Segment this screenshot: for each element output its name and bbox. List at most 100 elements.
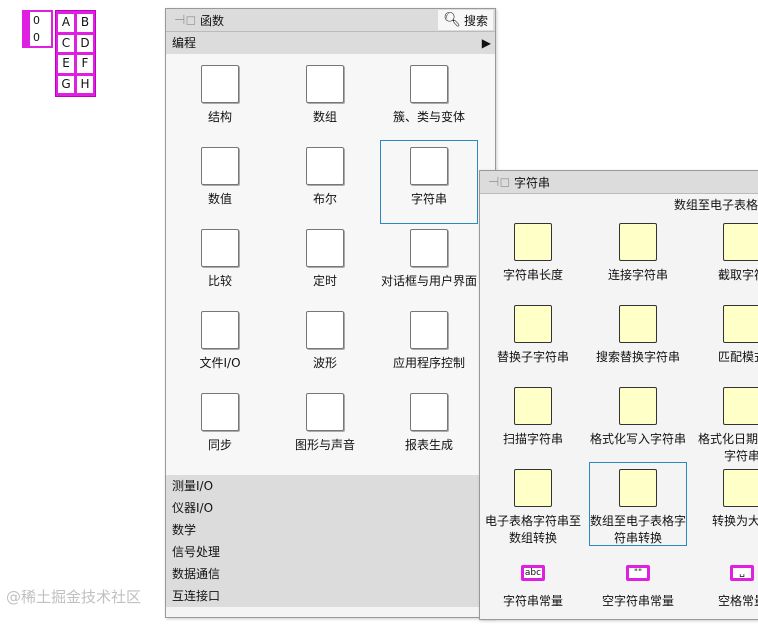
palette-item[interactable]: ␣ 空格常量 <box>694 553 758 635</box>
palette-item[interactable]: 应用程序控制 <box>381 305 477 387</box>
palette-item[interactable]: 数值 <box>172 141 268 223</box>
palette-item[interactable]: 字符串长度 <box>485 217 581 299</box>
palette-item[interactable]: 格式化日期/时间字符串 <box>694 381 758 463</box>
search-label: 搜索 <box>463 13 488 28</box>
function-icon <box>514 469 552 507</box>
palette-item[interactable]: 电子表格字符串至数组转换 <box>485 463 581 545</box>
palette-item-label: 结构 <box>207 110 232 124</box>
array-element[interactable]: G <box>58 75 74 93</box>
category-programming[interactable]: 编程▶ <box>166 32 495 54</box>
palette-item[interactable]: 布尔 <box>277 141 373 223</box>
array-index-display[interactable]: 0 0 <box>22 10 53 48</box>
palette-item-label: 报表生成 <box>404 438 453 452</box>
function-icon: "" <box>626 565 650 581</box>
palette-item-label: 格式化日期/时间字符串 <box>697 432 758 463</box>
tooltip: 数组至电子表格 <box>673 198 758 212</box>
array-icon <box>306 65 344 103</box>
functions-grid: 结构 数组簇、类与变体数值 布尔 字符串比较 定时对话框与用户界面文件I/O 波形 应用程序… <box>166 54 495 475</box>
palette-item[interactable]: 簇、类与变体 <box>381 59 477 141</box>
search-icon: 🔍︎ <box>443 12 461 28</box>
array-element[interactable]: A <box>58 14 74 32</box>
palette-item[interactable]: 字符串 <box>380 140 478 224</box>
palette-item[interactable]: 比较 <box>172 223 268 305</box>
palette-item[interactable]: 截取字符 <box>694 217 758 299</box>
palette-item-label: 数值 <box>207 192 232 206</box>
palette-item[interactable]: 数组 <box>277 59 373 141</box>
palette-item-label: 字符串长度 <box>502 268 563 282</box>
category-item[interactable]: 测量I/O <box>166 475 495 497</box>
palette-item-label: 波形 <box>312 356 337 370</box>
search-button[interactable]: 🔍︎搜索 <box>438 10 493 30</box>
category-item[interactable]: 数据通信 <box>166 563 495 585</box>
comparison-icon <box>201 229 239 267</box>
palette-item-label: 比较 <box>207 274 232 288</box>
palette-item[interactable]: 格式化写入字符串 <box>590 381 686 463</box>
array-element[interactable]: F <box>77 55 93 73</box>
timing-icon <box>306 229 344 267</box>
array-element[interactable]: C <box>58 34 74 52</box>
palette-item-label: 连接字符串 <box>607 268 668 282</box>
waveform-icon <box>306 311 344 349</box>
palette-item[interactable]: 波形 <box>277 305 373 387</box>
palette-item[interactable]: 连接字符串 <box>590 217 686 299</box>
palette-item-label: 布尔 <box>312 192 337 206</box>
palette-item-label: 字符串常量 <box>502 594 563 608</box>
index-value[interactable]: 0 <box>31 29 51 46</box>
palette-item[interactable]: 报表生成 <box>381 387 477 469</box>
function-icon <box>619 305 657 343</box>
structures-icon <box>201 65 239 103</box>
array-element[interactable]: E <box>58 55 74 73</box>
palette-item[interactable]: 扫描字符串 <box>485 381 581 463</box>
expand-arrow-icon: ▶ <box>481 36 491 50</box>
string-palette-titlebar[interactable]: ⊣◻ 字符串 <box>480 171 758 194</box>
boolean-icon <box>306 147 344 185</box>
index-value[interactable]: 0 <box>31 12 51 29</box>
palette-item-label: 字符串 <box>410 192 447 206</box>
palette-item-label: 数组至电子表格字符串转换 <box>590 514 687 545</box>
dialog-icon <box>410 229 448 267</box>
palette-item[interactable]: 定时 <box>277 223 373 305</box>
array-element[interactable]: H <box>77 75 93 93</box>
palette-item[interactable]: 转换为大写 <box>694 463 758 545</box>
palette-item[interactable]: 替换子字符串 <box>485 299 581 381</box>
palette-item[interactable]: 搜索替换字符串 <box>590 299 686 381</box>
pin-icon[interactable]: ⊣◻ <box>488 174 511 190</box>
array-element[interactable]: D <box>77 34 93 52</box>
palette-item[interactable]: 数组至电子表格字符串转换 <box>589 462 687 546</box>
palette-item-label: 替换子字符串 <box>496 350 569 364</box>
palette-item-label: 空格常量 <box>717 594 758 608</box>
function-icon: ␣ <box>730 565 754 581</box>
string-icon <box>410 147 448 185</box>
palette-item[interactable]: 对话框与用户界面 <box>381 223 477 305</box>
sync-icon <box>201 393 239 431</box>
palette-item-label: 图形与声音 <box>294 438 355 452</box>
category-item[interactable]: 数学 <box>166 519 495 541</box>
function-icon <box>514 305 552 343</box>
palette-item[interactable]: 同步 <box>172 387 268 469</box>
function-icon <box>619 469 657 507</box>
functions-palette-titlebar[interactable]: ⊣◻ 函数 🔍︎搜索 <box>166 9 495 32</box>
function-icon <box>723 223 758 261</box>
category-item[interactable]: 仪器I/O <box>166 497 495 519</box>
pin-icon[interactable]: ⊣◻ <box>174 12 197 28</box>
array-element[interactable]: B <box>77 14 93 32</box>
palette-item[interactable]: 图形与声音 <box>277 387 373 469</box>
palette-item[interactable]: 文件I/O <box>172 305 268 387</box>
index-spinner[interactable] <box>24 12 31 29</box>
category-item[interactable]: 信号处理 <box>166 541 495 563</box>
functions-palette: ⊣◻ 函数 🔍︎搜索 编程▶ 结构 数组簇、类与变体数值 布尔 字符串比较 定时对话框与… <box>165 8 496 618</box>
palette-item-label: 转换为大写 <box>711 514 758 528</box>
palette-item[interactable]: ""空字符串常量 <box>590 553 686 635</box>
palette-item[interactable]: 结构 <box>172 59 268 141</box>
cluster-icon <box>410 65 448 103</box>
watermark: @稀土掘金技术社区 <box>6 588 142 606</box>
palette-title: 函数 <box>200 13 225 28</box>
palette-item-label: 同步 <box>207 438 232 452</box>
category-item[interactable]: 互连接口 <box>166 585 495 607</box>
palette-item-label: 对话框与用户界面 <box>381 274 478 288</box>
index-spinner[interactable] <box>24 29 31 46</box>
palette-item[interactable]: 匹配模式 <box>694 299 758 381</box>
